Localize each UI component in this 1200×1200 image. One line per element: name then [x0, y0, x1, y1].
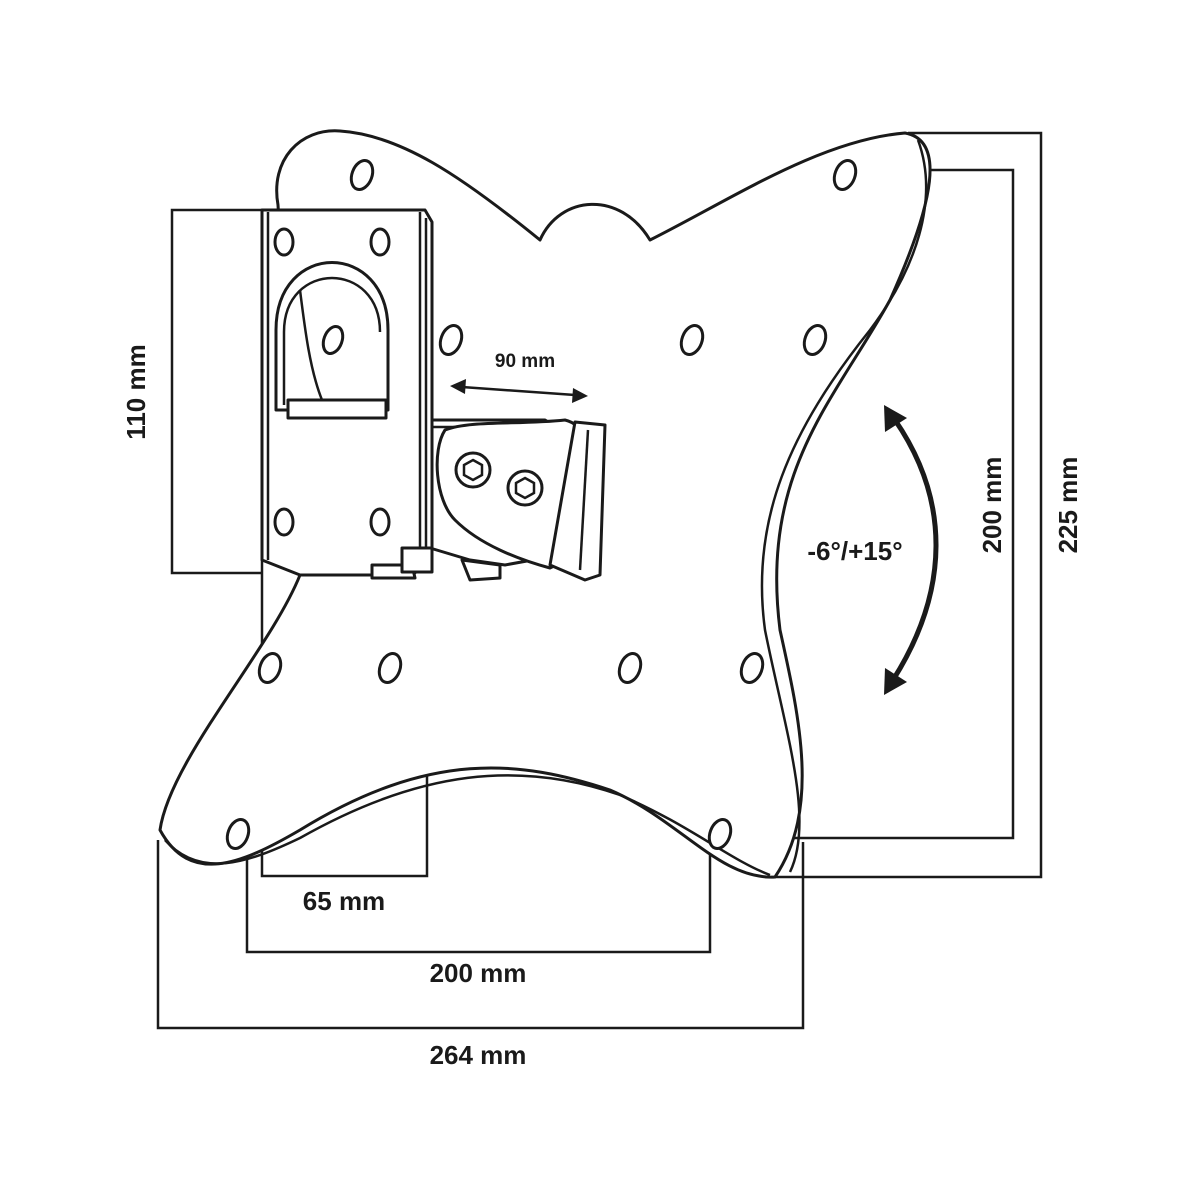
dimline-outer-vertical — [765, 131, 1043, 879]
dimension-labels: 110 mm 90 mm -6°/+15° 200 mm 225 mm 65 m… — [121, 344, 1083, 1070]
dimline-outer-horizontal — [156, 840, 805, 1030]
pivot-bolt-2-hex — [514, 476, 536, 500]
bracket-hole-center — [321, 324, 345, 356]
hole-low-1 — [257, 651, 283, 685]
pivot-bar-inner — [578, 429, 590, 571]
dimline-bracket-height — [170, 208, 262, 575]
wall-bracket — [260, 208, 434, 580]
label-inner-vertical: 200 mm — [977, 457, 1007, 554]
pivot-bolt-2 — [506, 469, 544, 507]
bracket-crossbar — [286, 398, 388, 420]
dimension-lines — [156, 131, 1043, 1030]
plate-edge-bottom — [164, 774, 771, 877]
label-arm-length: 90 mm — [495, 351, 555, 372]
arm-length-arrow — [461, 385, 576, 397]
label-outer-vertical: 225 mm — [1053, 457, 1083, 554]
tilt-arrowhead-bottom — [884, 668, 907, 695]
hole-mid-1 — [438, 323, 464, 357]
hole-top-left — [349, 158, 375, 192]
dimline-inner-horizontal — [245, 842, 712, 954]
pivot-bar — [548, 420, 607, 582]
hole-bottom-left — [225, 817, 251, 851]
arm-length-arrowhead-right — [572, 388, 588, 403]
arrows — [450, 379, 939, 695]
lower-clip — [460, 558, 502, 582]
hole-low-2 — [377, 651, 403, 685]
pivot-bolt-1 — [454, 451, 492, 489]
bracket-hole-bottom-left — [273, 507, 295, 537]
hole-top-right — [832, 158, 858, 192]
arm-length-arrowhead-left — [450, 379, 466, 394]
label-inner-horizontal: 200 mm — [430, 958, 527, 988]
label-bracket-width: 65 mm — [303, 886, 385, 916]
hole-mid-2 — [679, 323, 705, 357]
pivot-bolt-1-hex — [462, 458, 484, 482]
hole-bottom-right — [707, 817, 733, 851]
hole-low-4 — [739, 651, 765, 685]
label-bracket-height: 110 mm — [121, 344, 151, 439]
hole-low-3 — [617, 651, 643, 685]
bracket-hole-bottom-right — [369, 507, 391, 537]
bracket-arch-strap — [298, 289, 324, 401]
label-outer-horizontal: 264 mm — [430, 1040, 527, 1070]
hole-mid-3 — [802, 323, 828, 357]
tilt-joint — [428, 418, 607, 582]
plate-holes — [225, 158, 858, 851]
bracket-arch-inner — [282, 276, 382, 405]
tilt-arrow — [890, 418, 939, 682]
plate-edge-right — [760, 139, 928, 873]
bracket-foot — [400, 546, 434, 574]
bracket-hole-top-right — [369, 227, 391, 257]
tilt-arrowhead-top — [884, 405, 907, 432]
dimline-inner-vertical — [728, 168, 1015, 840]
label-tilt-range: -6°/+15° — [807, 536, 902, 566]
bracket-hole-top-left — [273, 227, 295, 257]
